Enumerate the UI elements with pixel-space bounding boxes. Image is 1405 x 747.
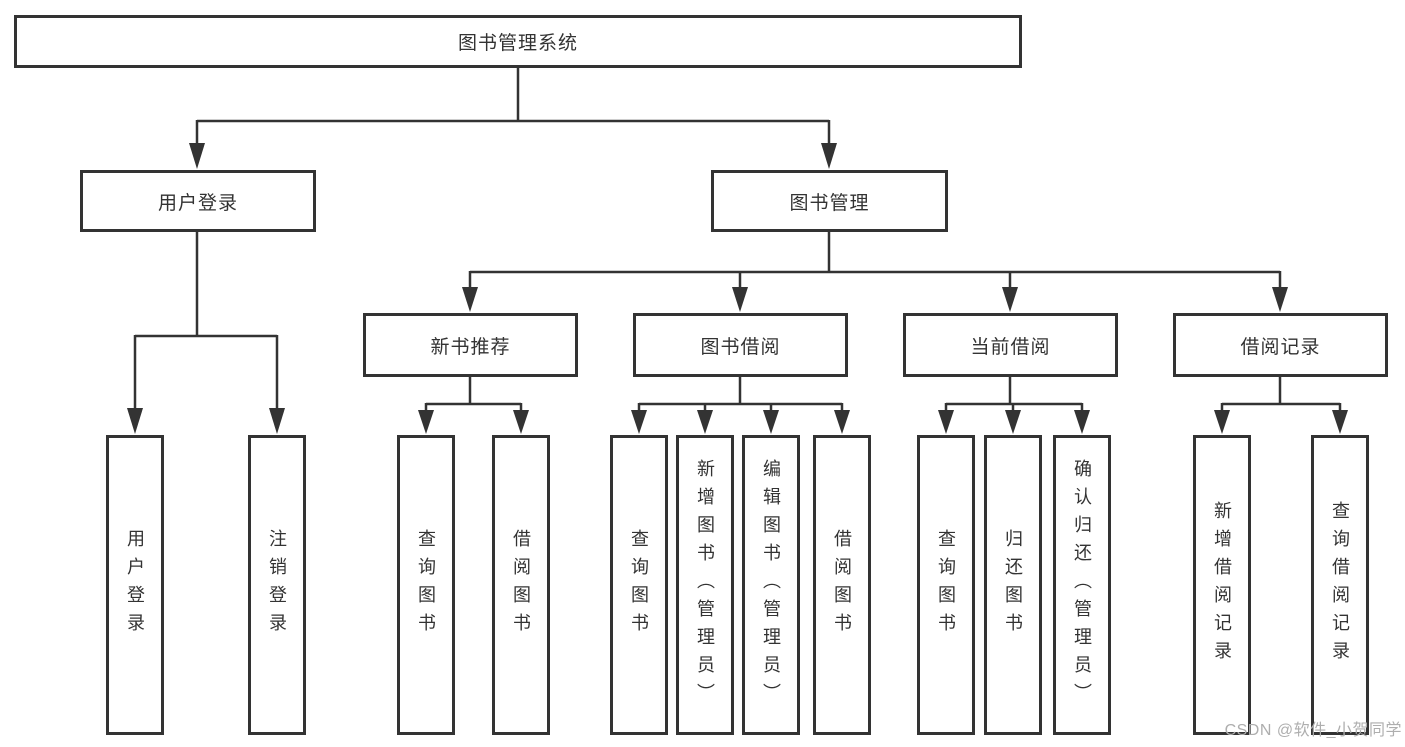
node-current-borrow: 当前借阅 — [903, 313, 1118, 377]
leaf-label: 编辑图书（管理员） — [761, 459, 781, 711]
leaf-label: 查询图书 — [629, 529, 649, 641]
leaf-label: 借阅图书 — [511, 529, 531, 641]
node-borrow-records: 借阅记录 — [1173, 313, 1388, 377]
leaf-label: 用户登录 — [125, 529, 145, 641]
leaf-label: 查询图书 — [416, 529, 436, 641]
leaf-confirm-return-admin: 确认归还（管理员） — [1053, 435, 1111, 735]
leaf-label: 归还图书 — [1003, 529, 1023, 641]
leaf-logout: 注销登录 — [248, 435, 306, 735]
node-system-root: 图书管理系统 — [14, 15, 1022, 68]
leaf-query-books-recommend: 查询图书 — [397, 435, 455, 735]
leaf-query-books-current: 查询图书 — [917, 435, 975, 735]
leaf-label: 注销登录 — [267, 529, 287, 641]
csdn-watermark: CSDN @软件_小贺同学 — [1224, 722, 1402, 739]
leaf-query-borrow-record: 查询借阅记录 — [1311, 435, 1369, 735]
node-new-book-recommend: 新书推荐 — [363, 313, 578, 377]
leaf-label: 查询图书 — [936, 529, 956, 641]
leaf-borrow-books-2: 借阅图书 — [813, 435, 871, 735]
leaf-label: 借阅图书 — [832, 529, 852, 641]
leaf-add-borrow-record: 新增借阅记录 — [1193, 435, 1251, 735]
node-book-borrow: 图书借阅 — [633, 313, 848, 377]
leaf-add-book-admin: 新增图书（管理员） — [676, 435, 734, 735]
leaf-label: 查询借阅记录 — [1330, 501, 1350, 669]
leaf-query-books-borrow: 查询图书 — [610, 435, 668, 735]
leaf-borrow-books-recommend: 借阅图书 — [492, 435, 550, 735]
node-user-login: 用户登录 — [80, 170, 316, 232]
leaf-return-book: 归还图书 — [984, 435, 1042, 735]
leaf-label: 新增借阅记录 — [1212, 501, 1232, 669]
leaf-label: 新增图书（管理员） — [695, 459, 715, 711]
leaf-label: 确认归还（管理员） — [1072, 459, 1092, 711]
node-book-management: 图书管理 — [711, 170, 948, 232]
leaf-edit-book-admin: 编辑图书（管理员） — [742, 435, 800, 735]
leaf-user-login: 用户登录 — [106, 435, 164, 735]
